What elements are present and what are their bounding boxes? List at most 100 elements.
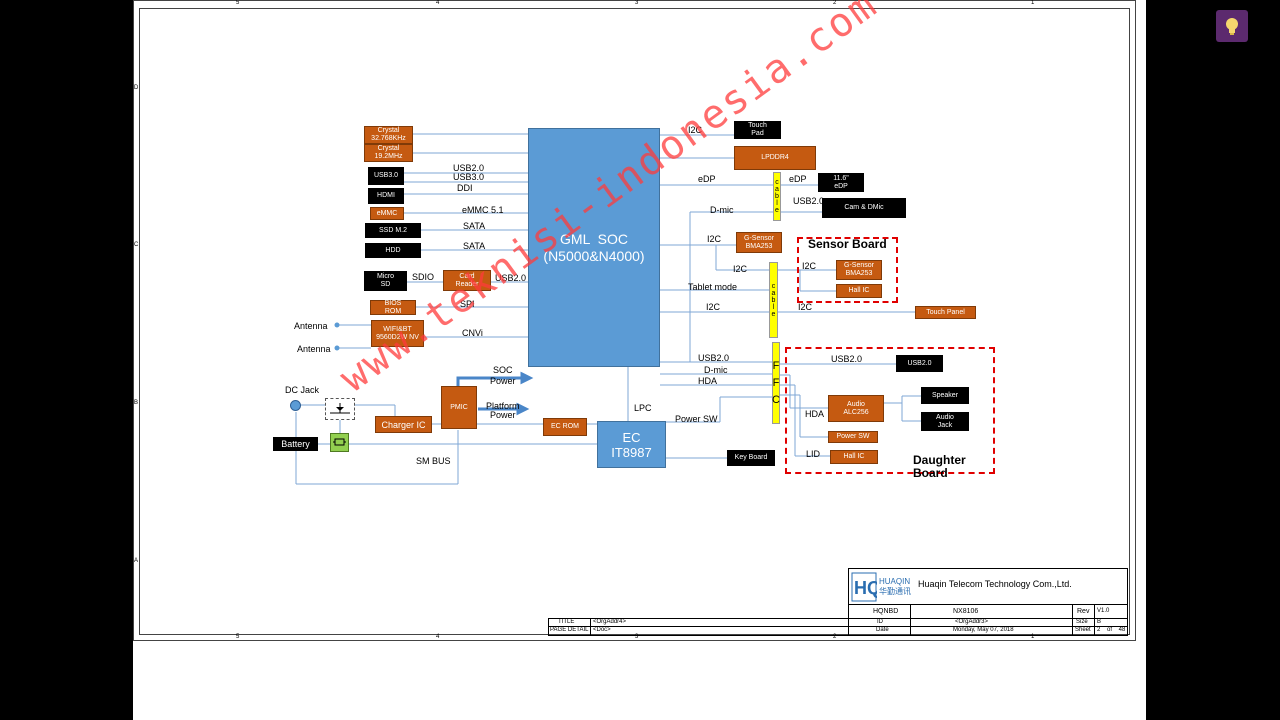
soc-title: GML SOC	[560, 230, 628, 247]
power-sw-block: Power SW	[828, 431, 878, 443]
daughter-usb20-block: USB2.0	[896, 355, 943, 372]
wifi-bt-block: WIFI&BT 9560D2W NV	[371, 320, 424, 347]
svg-text:HQ: HQ	[854, 578, 877, 598]
spi-bus-label: SPI	[460, 299, 475, 309]
soc-power-label: SOC Power	[490, 365, 516, 386]
hda-bus-label: HDA	[698, 376, 718, 386]
battery-block: Battery	[273, 437, 318, 451]
id-value: <OrgAddr3>	[955, 619, 989, 625]
crystal-32khz-block: Crystal 32.768KHz	[364, 126, 413, 144]
grid-mark-bottom: 1	[1031, 634, 1035, 640]
lpc-bus-label: LPC	[634, 403, 652, 413]
grid-mark-top: 3	[635, 0, 639, 6]
grid-mark-top: 4	[436, 0, 440, 6]
antenna-label: Antenna	[294, 321, 328, 331]
cnvi-bus-label: CNVi	[462, 328, 483, 338]
dc-jack-label: DC Jack	[285, 385, 320, 395]
edp-bus-label: eDP	[698, 174, 716, 184]
model-number: NX8106	[953, 608, 979, 615]
daughter-board-title: Daughter Board	[913, 453, 966, 480]
power-sw-label: Power SW	[675, 414, 718, 424]
size-label: Size	[1076, 619, 1088, 625]
title-block-lower	[548, 618, 1128, 636]
ffc-connector: F F C	[772, 342, 780, 424]
speaker-block: Speaker	[921, 387, 969, 404]
daughter-hda-label: HDA	[805, 409, 825, 419]
keyboard-block: Key Board	[727, 450, 775, 466]
edp-bus-label: eDP	[789, 174, 807, 184]
title-value: <OrgAddr4>	[593, 619, 627, 625]
audio-jack-block: Audio Jack	[921, 412, 969, 431]
company-name: Huaqin Telecom Technology Com.,Ltd.	[918, 579, 1072, 589]
hdd-block: HDD	[365, 243, 421, 258]
soc-block: GML SOC (N5000&N4000)	[528, 128, 660, 367]
sensor-i2c-label: I2C	[802, 261, 817, 271]
ddi-bus-label: DDI	[457, 183, 473, 193]
title-row-divider	[548, 626, 1128, 627]
lid-label: LID	[806, 449, 821, 459]
sheet-inner-frame	[139, 8, 1130, 635]
lpddr4-block: LPDDR4	[734, 146, 816, 170]
hdmi-block: HDMI	[368, 188, 404, 204]
usb30-bus-label: USB3.0	[453, 172, 485, 182]
i2c-touchpad-label: I2C	[688, 125, 703, 135]
audio-codec-block: Audio ALC256	[828, 395, 884, 422]
title-col-divider	[1094, 604, 1095, 636]
id-label: ID	[877, 619, 883, 625]
ec-rom-block: EC ROM	[543, 418, 587, 436]
rev-label: Rev	[1077, 608, 1090, 615]
grid-mark-bottom: 2	[833, 634, 837, 640]
card-reader-block: Card Reader	[443, 270, 491, 291]
title-label: TITLE	[558, 619, 575, 625]
i2c-sensor-label: I2C	[733, 264, 748, 274]
platform-power-label: Platform Power	[486, 401, 520, 420]
logo-text: HUAQIN	[879, 577, 911, 586]
lightbulb-icon[interactable]	[1216, 10, 1248, 42]
dc-jack-icon	[290, 400, 301, 411]
rev-value: V1.0	[1097, 608, 1110, 614]
logo: HQ HUAQIN 华勤通讯	[851, 571, 911, 603]
dmic-ffc-label: D-mic	[704, 365, 728, 375]
ec-title: EC	[622, 429, 641, 445]
usb20-ffc-label: USB2.0	[698, 353, 730, 363]
page-detail-value: <Doc>	[593, 627, 611, 633]
microsd-block: Micro SD	[364, 271, 407, 291]
logo-cn: 华勤通讯	[879, 587, 911, 596]
daughter-usb20-label: USB2.0	[831, 354, 863, 364]
antenna-label: Antenna	[297, 344, 331, 354]
grid-mark-bottom: 5	[236, 634, 240, 640]
i2c-touchpanel-label: I2C	[798, 302, 813, 312]
i2c-gsensor-label: I2C	[707, 234, 722, 244]
page-detail-label: PAGE DETAIL	[550, 627, 589, 633]
title-row-divider	[848, 604, 1128, 605]
pmic-block: PMIC	[441, 386, 477, 429]
title-col-divider	[1072, 604, 1073, 636]
i2c-touchpanel-label: I2C	[706, 302, 721, 312]
grid-mark-bottom: 4	[436, 634, 440, 640]
grid-mark-top: 1	[1031, 0, 1035, 6]
grid-mark-top: 2	[833, 0, 837, 6]
battery-switch-icon	[330, 433, 349, 452]
tablet-mode-label: Tablet mode	[688, 282, 738, 292]
grid-mark-bottom: 3	[635, 634, 639, 640]
mosfet-icon	[325, 398, 355, 420]
gsensor-block: G-Sensor BMA253	[736, 232, 782, 253]
grid-mark-side: C	[134, 242, 139, 248]
grid-mark-side: A	[134, 558, 139, 564]
ssd-block: SSD M.2	[365, 223, 421, 238]
ec-block: EC IT8987	[597, 421, 666, 468]
sensor-gsensor-block: G-Sensor BMA253	[836, 260, 882, 280]
daughter-board-outline	[785, 347, 995, 474]
cam-dmic-block: Cam & DMic	[822, 198, 906, 218]
usb20-bus-label: USB2.0	[453, 163, 485, 173]
date-value: Monday, May 07, 2018	[953, 627, 1014, 633]
touch-panel-block: Touch Panel	[915, 306, 976, 319]
size-value: B	[1097, 619, 1102, 625]
usb20-card-bus-label: USB2.0	[495, 273, 527, 283]
bios-rom-block: BIOS ROM	[370, 300, 416, 315]
display-block: 11.6" eDP	[818, 173, 864, 192]
sensor-board-outline	[797, 237, 898, 303]
ec-subtitle: IT8987	[611, 444, 652, 460]
soc-subtitle: (N5000&N4000)	[543, 247, 645, 264]
